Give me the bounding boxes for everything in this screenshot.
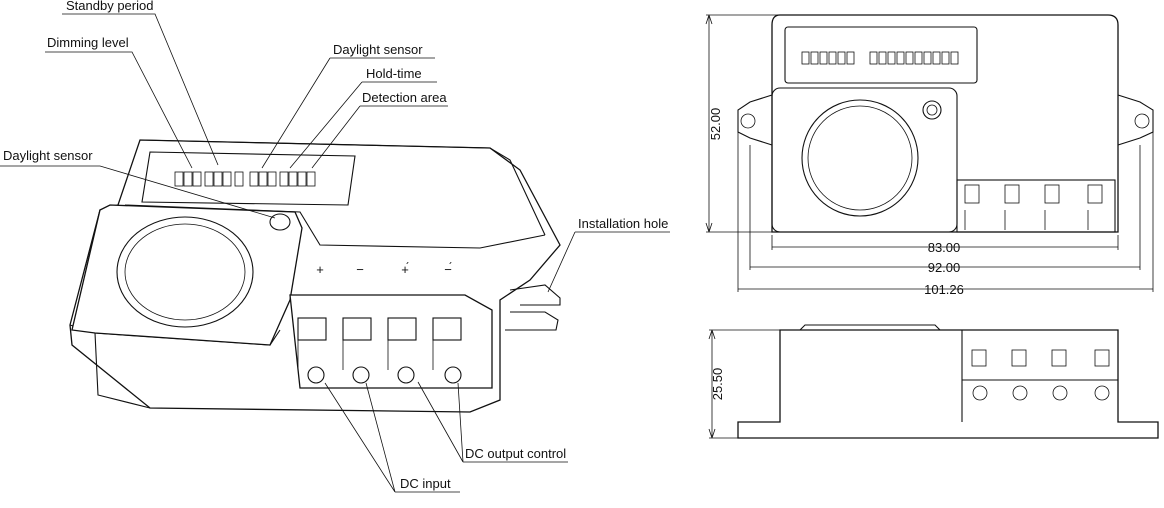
top-view-lens: [801, 99, 919, 217]
dim-depth: 25.50: [710, 368, 725, 401]
dim-width-overall: 101.26: [924, 282, 964, 297]
label-daylight-sensor: Daylight sensor: [3, 148, 93, 163]
side-view: [737, 324, 1159, 439]
terminal-sign-plus-out: +́: [401, 262, 409, 277]
dip-switch-group: [174, 171, 316, 187]
dim-width-mid: 92.00: [928, 260, 961, 275]
terminal-block: [289, 294, 493, 389]
label-hold-time: Hold-time: [366, 66, 422, 81]
top-view-terminals: [956, 179, 1116, 233]
top-view-daylight-window: [922, 100, 942, 120]
terminal-sign-minus: −: [356, 262, 364, 277]
sensor-lens-outer: [116, 216, 254, 328]
terminal-screw-3: [397, 366, 415, 384]
terminal-sign-minus-out: −́: [444, 262, 452, 277]
label-dc-output-control: DC output control: [465, 446, 566, 461]
dim-width-inner: 83.00: [928, 240, 961, 255]
label-installation-hole: Installation hole: [578, 216, 668, 231]
side-view-terminals: [971, 349, 1110, 401]
label-detection-area: Detection area: [362, 90, 447, 105]
label-dc-input: DC input: [400, 476, 451, 491]
top-view-switches: [801, 51, 959, 65]
side-view-dimensions: [708, 329, 780, 439]
terminal-screw-1: [307, 366, 325, 384]
label-daylight-sensor-switch: Daylight sensor: [333, 42, 423, 57]
daylight-sensor-window: [269, 213, 291, 231]
top-view-dimensions: [705, 14, 1154, 292]
callout-leaders: [0, 13, 670, 493]
terminal-screw-2: [352, 366, 370, 384]
sensor-lens-inner: [124, 223, 246, 321]
terminal-screw-4: [444, 366, 462, 384]
label-dimming-level: Dimming level: [47, 35, 129, 50]
top-view: [737, 14, 1154, 233]
dim-height: 52.00: [708, 108, 723, 141]
label-standby-period: Standby period: [66, 0, 153, 13]
isometric-view: + − +́ −́: [69, 139, 561, 413]
terminal-sign-plus: +: [316, 262, 324, 277]
